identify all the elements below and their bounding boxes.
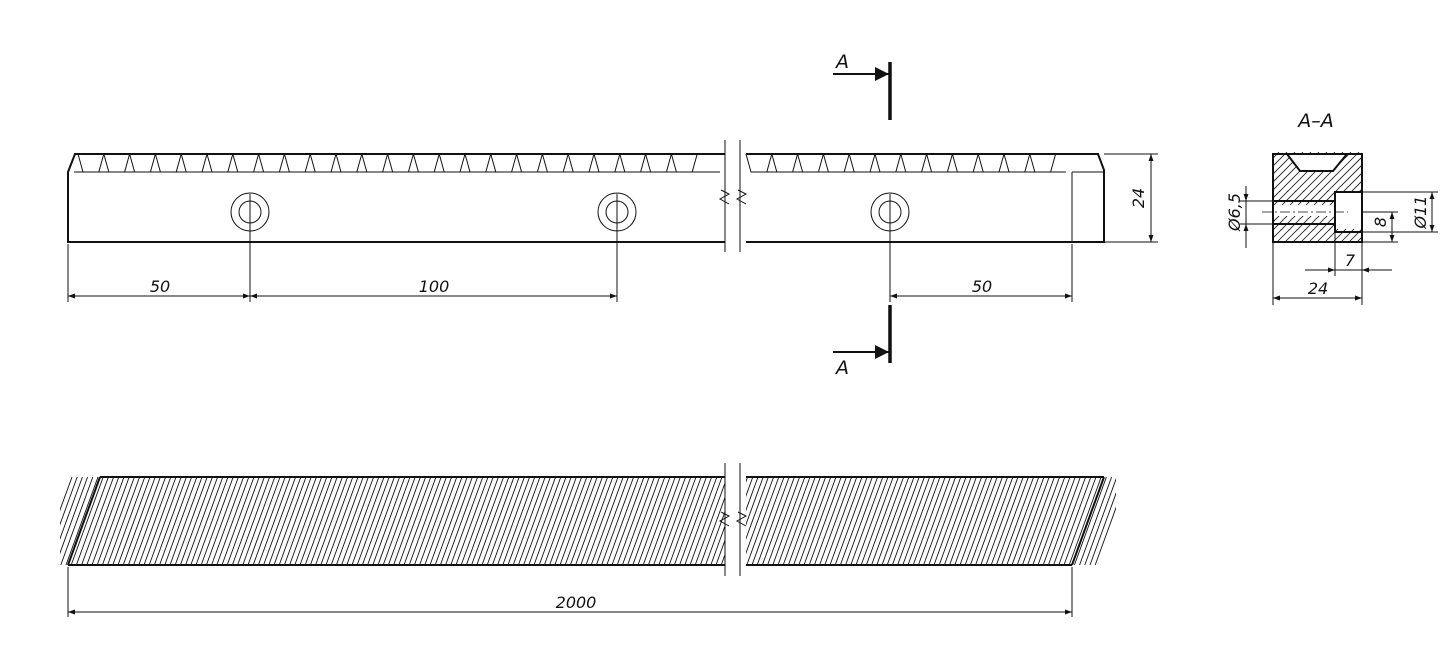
section-dimensions: Ø6,5 Ø11 8 7 24 xyxy=(1225,186,1438,305)
dim-hole-diameter: Ø6,5 xyxy=(1225,193,1244,232)
top-view: 2000 xyxy=(60,463,1116,617)
dim-section-width: 24 xyxy=(1308,279,1328,298)
dim-counterbore-diameter: Ø11 xyxy=(1411,196,1430,230)
dim-hole-to-right: 50 xyxy=(972,277,992,296)
section-outline xyxy=(1272,153,1363,243)
top-view-hatch-left xyxy=(60,476,725,566)
dim-height: 24 xyxy=(1129,188,1148,208)
front-view-dimensions: 50 100 50 24 xyxy=(67,153,1158,302)
rack-left-segment xyxy=(67,153,725,243)
dim-hole-spacing: 100 xyxy=(419,277,450,296)
section-cut-mark-bottom: A xyxy=(833,305,892,379)
front-view: A A 50 100 50 24 xyxy=(67,51,1158,379)
rack-teeth-right xyxy=(745,153,1057,173)
top-view-dimensions: 2000 xyxy=(67,567,1073,617)
rack-teeth-left xyxy=(77,153,698,173)
top-view-hatch-right xyxy=(746,476,1116,566)
section-cut-mark-top: A xyxy=(833,51,892,120)
dim-counterbore-depth: 7 xyxy=(1345,251,1356,270)
dim-total-length: 2000 xyxy=(556,593,597,612)
section-view-title: A–A xyxy=(1296,110,1334,132)
top-view-break-lines xyxy=(718,463,748,576)
section-letter-bottom: A xyxy=(834,357,849,379)
break-lines xyxy=(718,140,748,252)
rack-right-segment xyxy=(745,153,1105,243)
dim-hole-offset: 8 xyxy=(1371,217,1390,227)
dim-left-to-hole: 50 xyxy=(150,277,170,296)
section-letter-top: A xyxy=(834,51,849,73)
tooth-groove xyxy=(1286,153,1348,172)
section-view: A–A Ø6,5 Ø11 xyxy=(1225,110,1438,305)
